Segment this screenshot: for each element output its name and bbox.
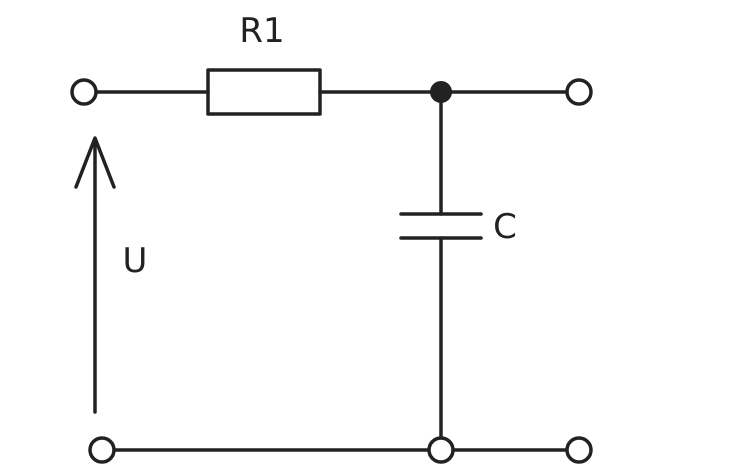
bottom-junction-terminal	[427, 436, 455, 464]
output-terminal-top	[565, 78, 593, 106]
input-terminal-bottom	[88, 436, 116, 464]
output-terminal-bottom	[565, 436, 593, 464]
resistor-r1	[206, 68, 322, 116]
input-terminal-top	[70, 78, 98, 106]
top-junction-dot	[430, 81, 452, 103]
capacitor-label: C	[493, 207, 517, 247]
voltage-arrow-head	[74, 136, 116, 189]
voltage-label: U	[123, 241, 148, 281]
resistor-label: R1	[239, 11, 284, 51]
